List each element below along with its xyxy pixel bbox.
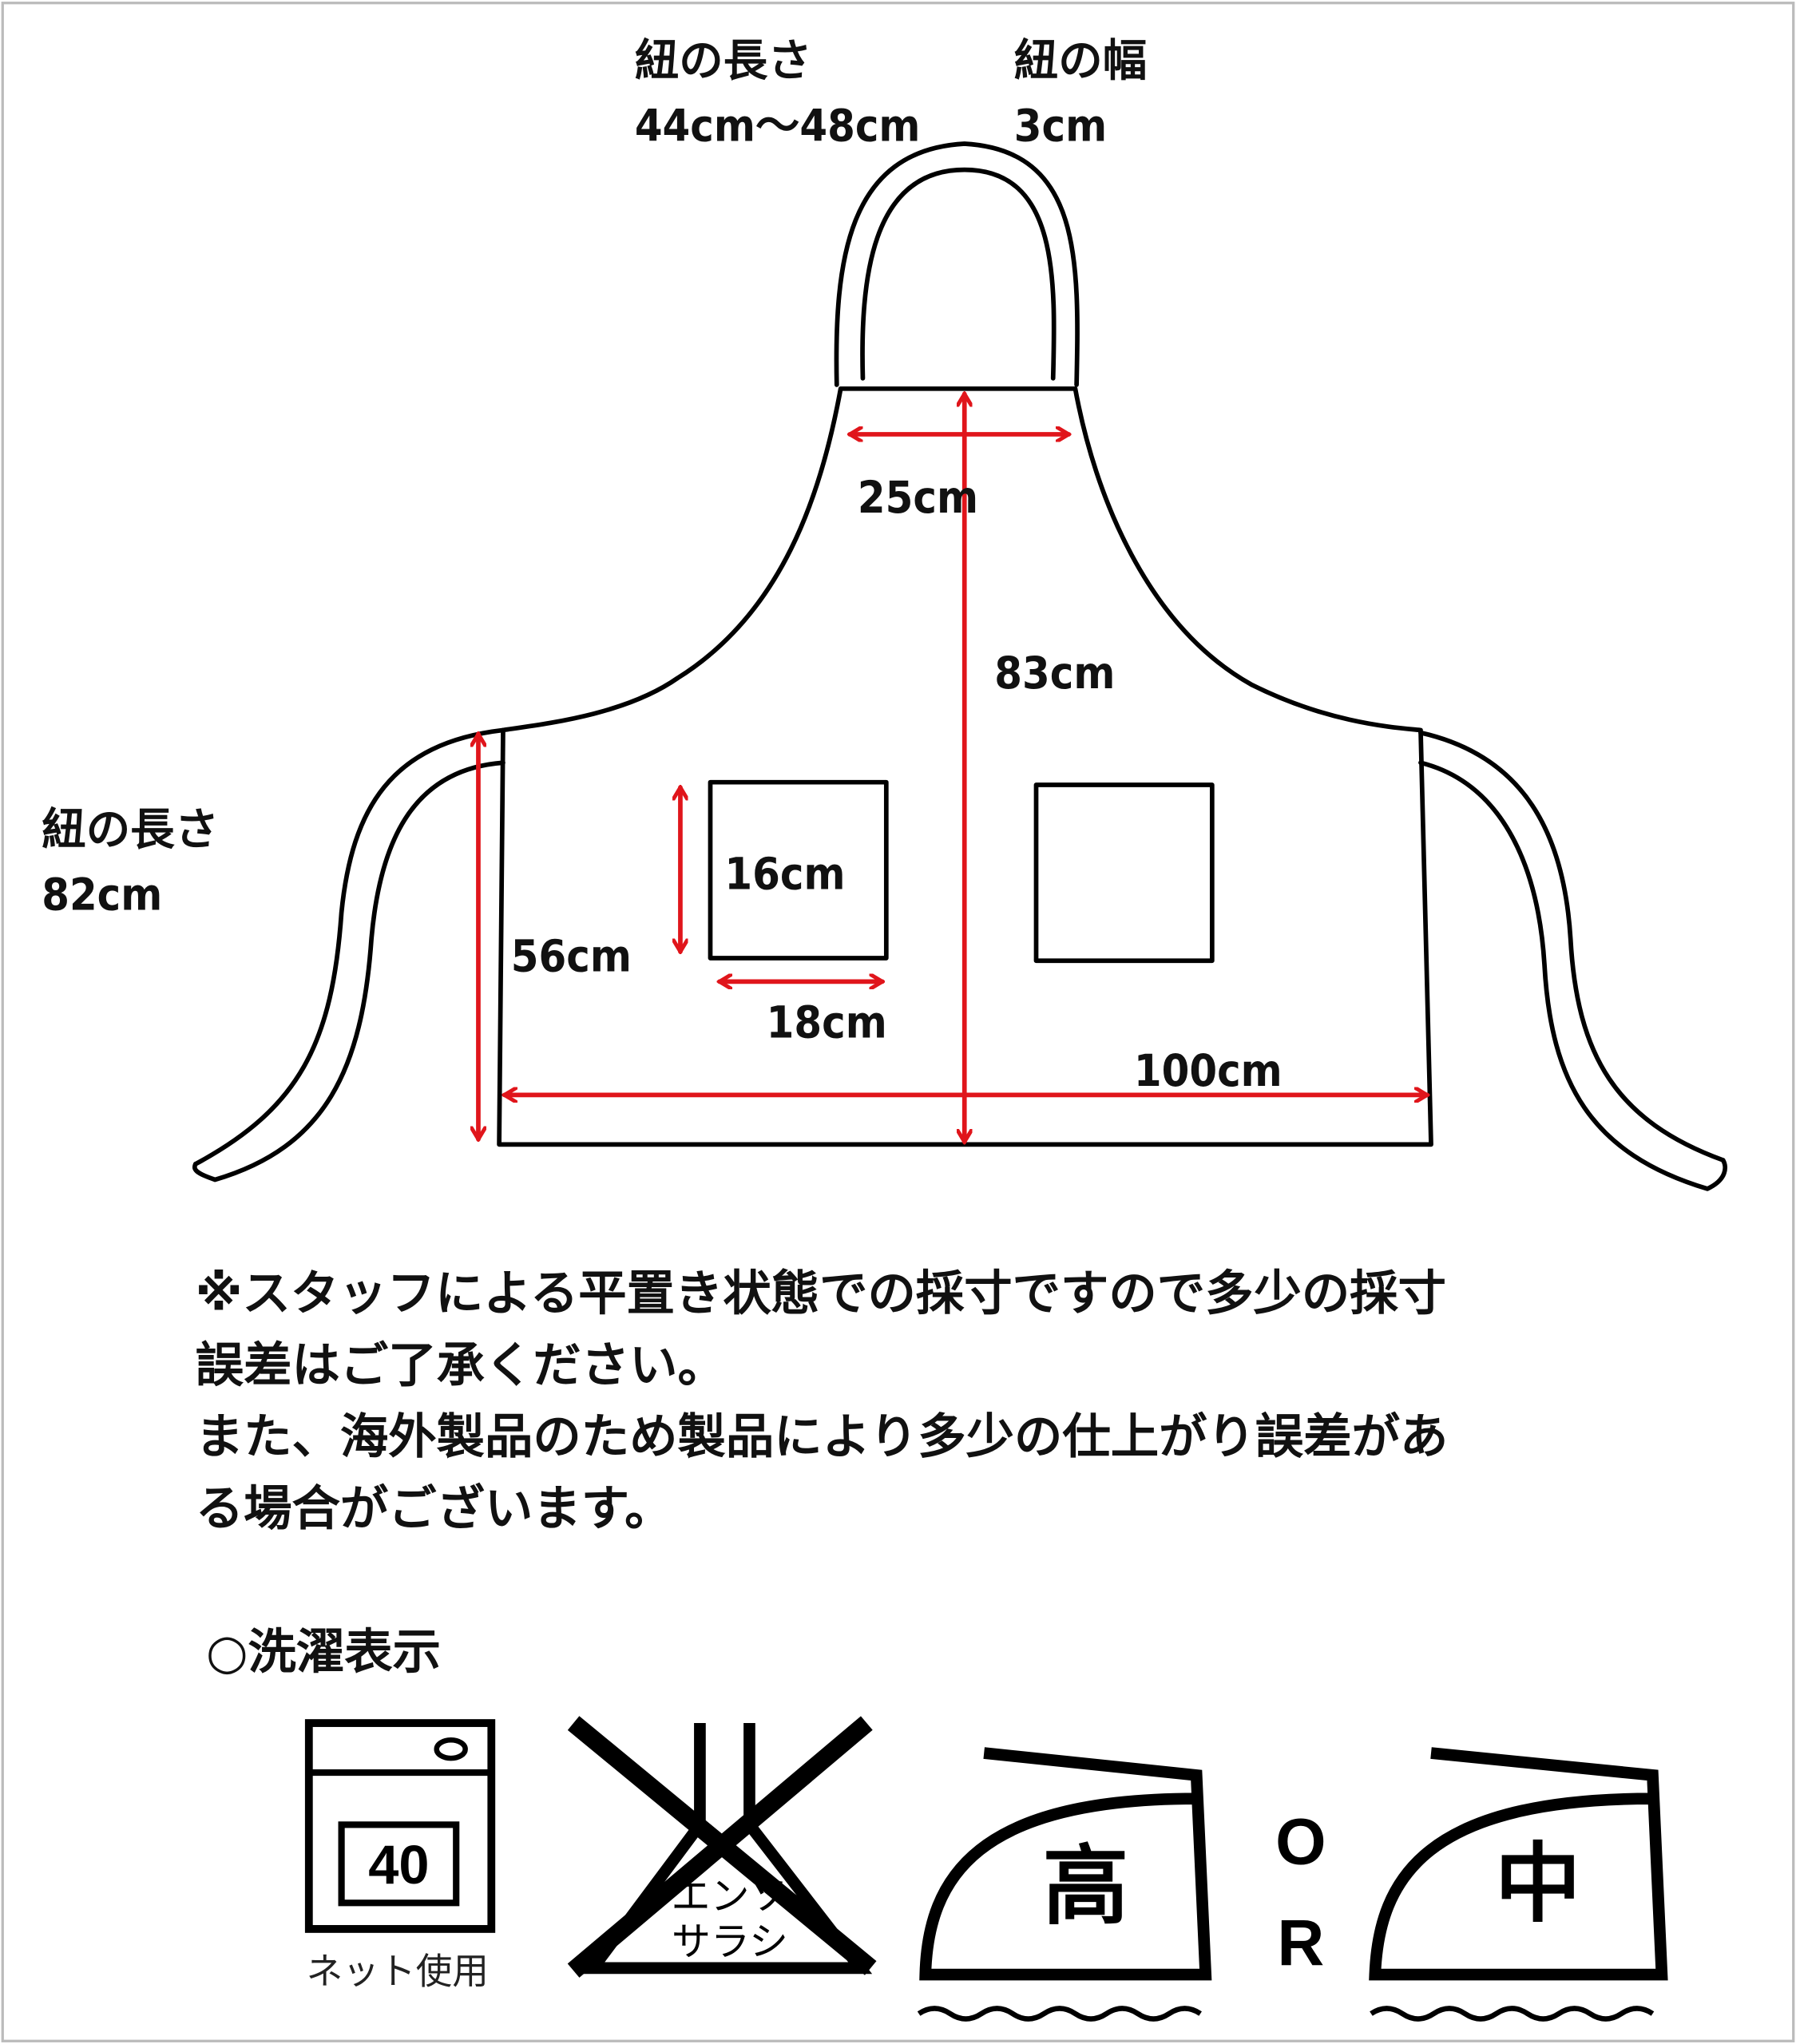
note-line: また、海外製品のため製品により多少の仕上がり誤差があ: [196, 1409, 1449, 1465]
note-line: る場合がございます。: [196, 1481, 673, 1537]
right-waist-strap: [1418, 730, 1727, 1191]
or-label-o: O: [1275, 1805, 1326, 1878]
apron-body: [497, 386, 1433, 1147]
left-waist-strap: [192, 727, 505, 1182]
bleach-line2: サラシ: [672, 1919, 788, 1965]
wash-note: ネット使用: [307, 1950, 489, 1992]
note-line: ※スタッフによる平置き状態での採寸ですので多少の採寸: [196, 1266, 1446, 1322]
neck-strap: [834, 141, 1080, 387]
neck-strap-length-title: 紐の長さ: [635, 35, 812, 87]
waist-strap-length-title: 紐の長さ: [42, 804, 219, 856]
note-line: 誤差はご了承ください。: [196, 1337, 726, 1393]
strap-width-title: 紐の幅: [1014, 35, 1147, 87]
care-title: ○洗濯表示: [206, 1625, 441, 1681]
pocket-height-label: 16cm: [724, 849, 845, 901]
iron-high-label: 高: [1043, 1837, 1129, 1937]
no-bleach-icon: エンソ サラシ: [567, 1716, 877, 1978]
machine-wash-40-icon: 40: [304, 1719, 496, 1933]
right-pocket: [1033, 782, 1215, 964]
iron-medium-label: 中: [1495, 1834, 1581, 1934]
total-length-label: 83cm: [994, 648, 1115, 699]
pocket-width-label: 18cm: [767, 997, 887, 1049]
neck-strap-length-value: 44cm〜48cm: [635, 101, 921, 153]
side-length-label: 56cm: [511, 930, 632, 982]
bib-width-label: 25cm: [858, 472, 978, 524]
waist-strap-length-value: 82cm: [42, 869, 162, 921]
iron-medium-icon: 中: [1369, 1747, 1668, 2022]
or-label-r: R: [1277, 1907, 1324, 1980]
iron-high-icon: 高: [917, 1747, 1212, 2022]
hem-width-label: 100cm: [1134, 1045, 1283, 1097]
left-pocket: [708, 779, 889, 961]
wash-temp: 40: [368, 1834, 429, 1895]
strap-width-value: 3cm: [1014, 101, 1107, 153]
